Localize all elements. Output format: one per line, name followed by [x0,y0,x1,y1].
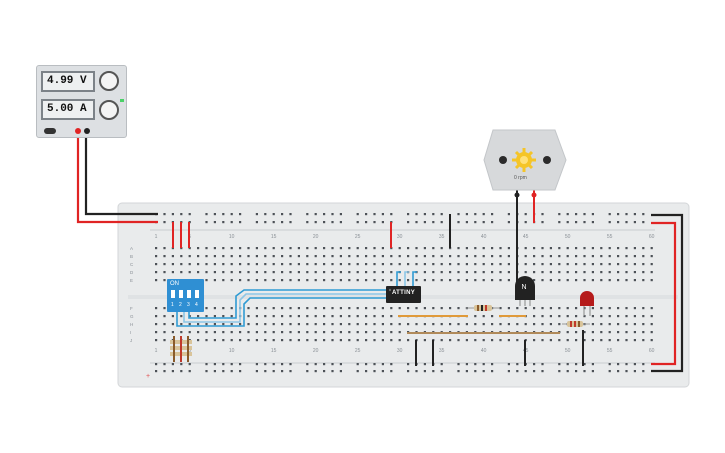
column-number: 15 [271,234,277,240]
column-number: 30 [397,234,403,240]
column-number: 50 [565,234,571,240]
dc-motor[interactable] [483,129,567,198]
npn-transistor[interactable] [515,276,535,306]
power-switch[interactable] [44,128,56,134]
column-number: 1 [155,348,158,354]
dip-toggle-1 [171,290,175,298]
dip-on-label: ON [170,281,179,287]
row-letter: B [130,254,133,259]
resistor-1[interactable] [466,305,500,311]
rail-red-loop[interactable] [651,221,677,366]
power-supply[interactable]: 4.99 V 5.00 A [36,65,127,138]
resistor-2[interactable] [562,321,590,327]
dip-number-2: 2 [179,302,182,308]
column-number: 25 [355,234,361,240]
rail-black-loop[interactable] [651,213,684,373]
voltage-display: 4.99 V [41,71,95,92]
row-letter: C [130,262,134,267]
column-number: 40 [481,234,487,240]
rail-plus-label: + [146,373,150,380]
column-number: 30 [397,348,403,354]
column-number: 35 [439,348,445,354]
status-led [120,99,124,102]
column-number: 45 [523,234,529,240]
column-number: 5 [188,348,191,354]
column-number: 55 [607,234,613,240]
psu-red-wire[interactable] [76,131,158,224]
dip-number-3: 3 [187,302,190,308]
row-letter: E [130,278,133,283]
current-knob[interactable] [99,100,119,120]
dip-switch[interactable] [167,279,204,312]
blue-wires[interactable] [176,271,417,327]
column-number: 60 [649,234,655,240]
dip-toggle-4 [195,290,199,298]
motor-speed-label: 0 rpm [514,175,527,181]
column-number: 35 [439,234,445,240]
row-letter: G [130,314,134,319]
row-letter: D [130,270,134,275]
row-letter: A [130,246,133,251]
row-letter: F [130,306,133,311]
column-number: 10 [229,348,235,354]
dip-toggle-2 [179,290,183,298]
red-led[interactable] [580,291,594,316]
column-number: 20 [313,348,319,354]
row-letter: I [130,330,131,335]
voltage-knob[interactable] [99,71,119,91]
psu-black-wire[interactable] [84,131,158,216]
resistor-array[interactable] [170,336,192,362]
transistor-label: N [521,284,527,291]
dip-number-1: 1 [171,302,174,308]
column-number: 10 [229,234,235,240]
column-number: 15 [271,348,277,354]
column-number: 25 [355,348,361,354]
column-number: 60 [649,348,655,354]
current-display: 5.00 A [41,99,95,120]
row-letter: H [130,322,133,327]
column-number: 1 [155,234,158,240]
row-letter: J [130,338,132,343]
positive-terminal[interactable] [75,128,81,134]
attiny-chip[interactable] [386,286,421,303]
column-number: 55 [607,348,613,354]
gear-icon [512,148,536,172]
column-number: 40 [481,348,487,354]
negative-terminal[interactable] [84,128,90,134]
chip-label: ATTINY [391,290,416,296]
column-number: 50 [565,348,571,354]
dip-toggle-3 [187,290,191,298]
dip-number-4: 4 [195,302,198,308]
column-number: 20 [313,234,319,240]
